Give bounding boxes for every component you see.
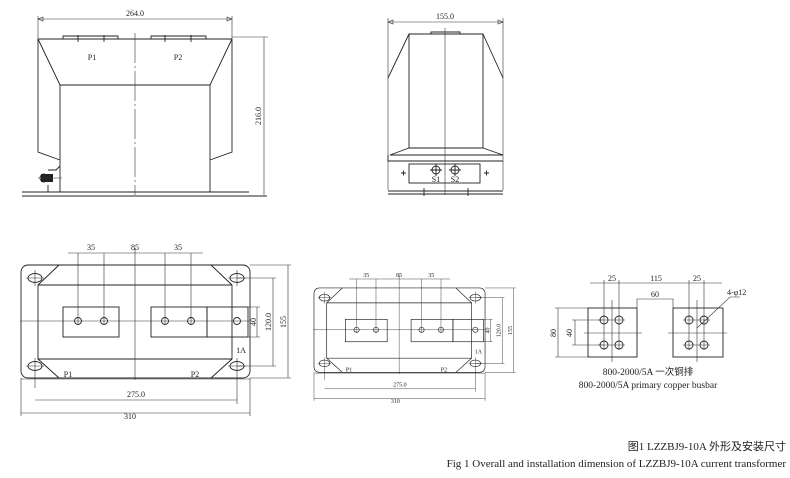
busbar-dim-25-left: 25 bbox=[608, 274, 616, 283]
small-label-1a: 1A bbox=[475, 350, 483, 356]
busbar-view: 25 115 25 60 80 40 4-φ12 800-2000/5A 一次铜… bbox=[549, 274, 746, 391]
busbar-dim-60: 60 bbox=[651, 290, 659, 299]
dim-120: 120.0 bbox=[264, 313, 273, 331]
small-dim-40: 40 bbox=[486, 328, 492, 334]
figure-caption-en: Fig 1 Overall and installation dimension… bbox=[447, 458, 787, 470]
dim-35-left: 35 bbox=[87, 243, 95, 252]
label-p1: P1 bbox=[64, 370, 72, 379]
busbar-caption-en: 800-2000/5A primary copper busbar bbox=[579, 381, 718, 391]
side-width-dim: 155.0 bbox=[436, 12, 454, 21]
small-dim-155: 155 bbox=[508, 326, 514, 335]
top-view-large: 35 85 35 40 120.0 155 275.0 310 P1 P2 1A bbox=[20, 243, 291, 421]
dim-85: 85 bbox=[131, 243, 139, 252]
busbar-hole-note: 4-φ12 bbox=[727, 288, 746, 297]
small-dim-120: 120.0 bbox=[497, 324, 503, 337]
dim-40: 40 bbox=[249, 318, 258, 326]
front-width-dim: 264.0 bbox=[126, 9, 144, 18]
front-view: 264.0 216.0 P1 P2 bbox=[22, 9, 268, 197]
busbar-dim-115: 115 bbox=[650, 274, 662, 283]
busbar-caption-cn: 800-2000/5A 一次铜排 bbox=[603, 366, 694, 378]
ground-bolt-icon bbox=[38, 165, 62, 192]
front-label-p1: P1 bbox=[88, 53, 96, 62]
busbar-holes bbox=[599, 315, 709, 350]
top-view-small: 35 85 35 40 120.0 155 275.0 310 P1 P2 1A bbox=[313, 273, 516, 405]
busbar-dim-40: 40 bbox=[565, 329, 574, 337]
small-label-p2: P2 bbox=[441, 368, 447, 374]
small-dim-35-right: 35 bbox=[428, 273, 434, 279]
busbar-dim-25-right: 25 bbox=[693, 274, 701, 283]
busbar-dim-80: 80 bbox=[549, 329, 558, 337]
label-p2: P2 bbox=[191, 370, 199, 379]
small-dim-85: 85 bbox=[396, 273, 402, 279]
side-label-s2: S2 bbox=[451, 175, 459, 184]
small-dim-275: 275.0 bbox=[393, 383, 406, 389]
front-height-dim: 216.0 bbox=[254, 107, 263, 125]
side-view: 155.0 S1 S2 bbox=[387, 12, 504, 196]
small-mounting-holes bbox=[317, 291, 483, 392]
side-label-s1: S1 bbox=[432, 175, 440, 184]
figure-caption-cn: 图1 LZZBJ9-10A 外形及安装尺寸 bbox=[628, 439, 786, 453]
dim-275: 275.0 bbox=[127, 390, 145, 399]
dim-310: 310 bbox=[124, 412, 136, 421]
small-dim-310: 310 bbox=[391, 399, 400, 405]
dim-155: 155 bbox=[279, 316, 288, 328]
label-1a: 1A bbox=[236, 346, 246, 355]
front-label-p2: P2 bbox=[174, 53, 182, 62]
dim-35-right: 35 bbox=[174, 243, 182, 252]
small-dim-35-left: 35 bbox=[363, 273, 369, 279]
small-label-p1: P1 bbox=[346, 368, 352, 374]
